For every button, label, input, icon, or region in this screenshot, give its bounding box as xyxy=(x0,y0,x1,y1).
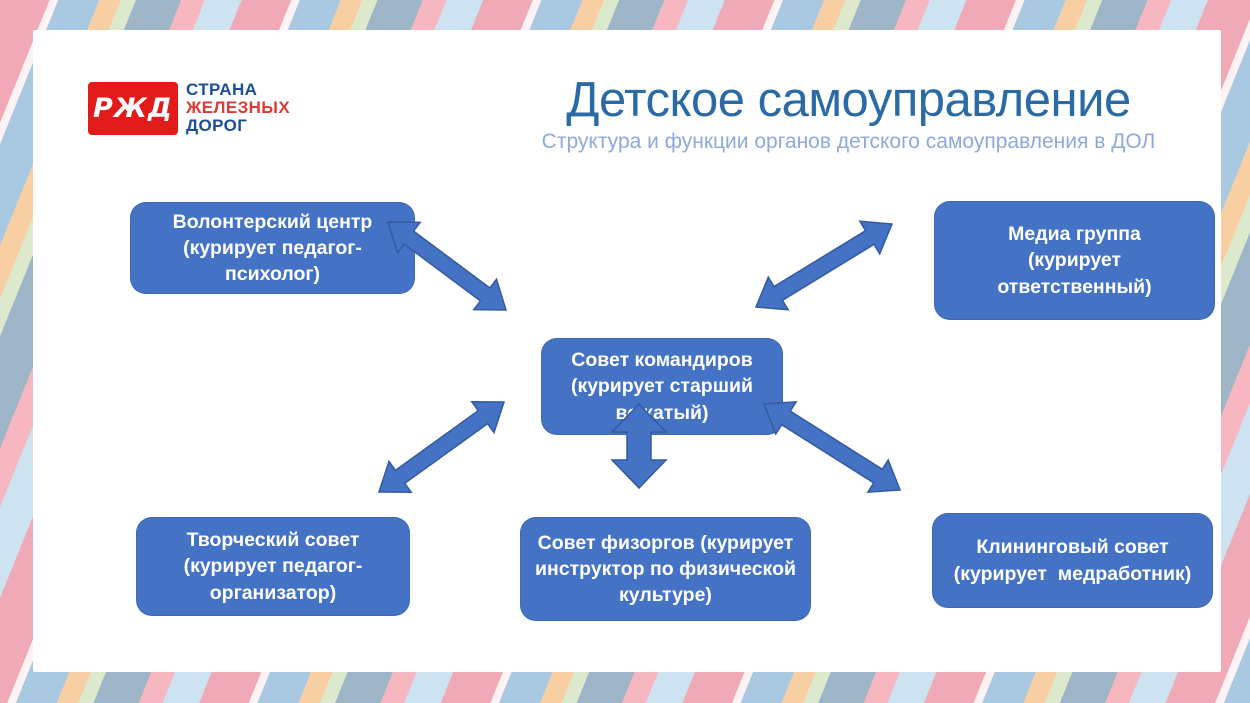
page-title: Детское самоуправление xyxy=(566,73,1131,127)
rzd-logo-monogram: РЖД xyxy=(93,93,173,124)
page-subtitle: Структура и функции органов детского сам… xyxy=(541,129,1156,153)
brand-wordmark: СТРАНА ЖЕЛЕЗНЫХ ДОРОГ xyxy=(186,81,290,135)
header: Детское самоуправление Структура и функц… xyxy=(461,73,1236,154)
node-media-gruppa: Медиа группа (курирует ответственный) xyxy=(934,201,1215,320)
node-sovet-fizorgov: Совет физоргов (курирует инструктор по ф… xyxy=(520,517,811,621)
brand-line-1: СТРАНА xyxy=(186,80,258,99)
node-tvorcheskiy-sovet: Творческий совет (курирует педагог- орга… xyxy=(136,517,410,616)
rzd-logo-icon: РЖД xyxy=(88,82,178,135)
node-sovet-komandirov: Совет командиров (курирует старший вожат… xyxy=(541,338,783,435)
brand-line-3: ДОРОГ xyxy=(186,116,248,135)
slide-canvas: РЖД СТРАНА ЖЕЛЕЗНЫХ ДОРОГ Детское самоуп… xyxy=(33,30,1221,672)
node-kliningovyy-sovet: Клининговый совет (курирует медработник) xyxy=(932,513,1213,608)
brand-line-2: ЖЕЛЕЗНЫХ xyxy=(186,98,291,117)
node-volonterskiy-centr: Волонтерский центр (курирует педагог- пс… xyxy=(130,202,415,294)
